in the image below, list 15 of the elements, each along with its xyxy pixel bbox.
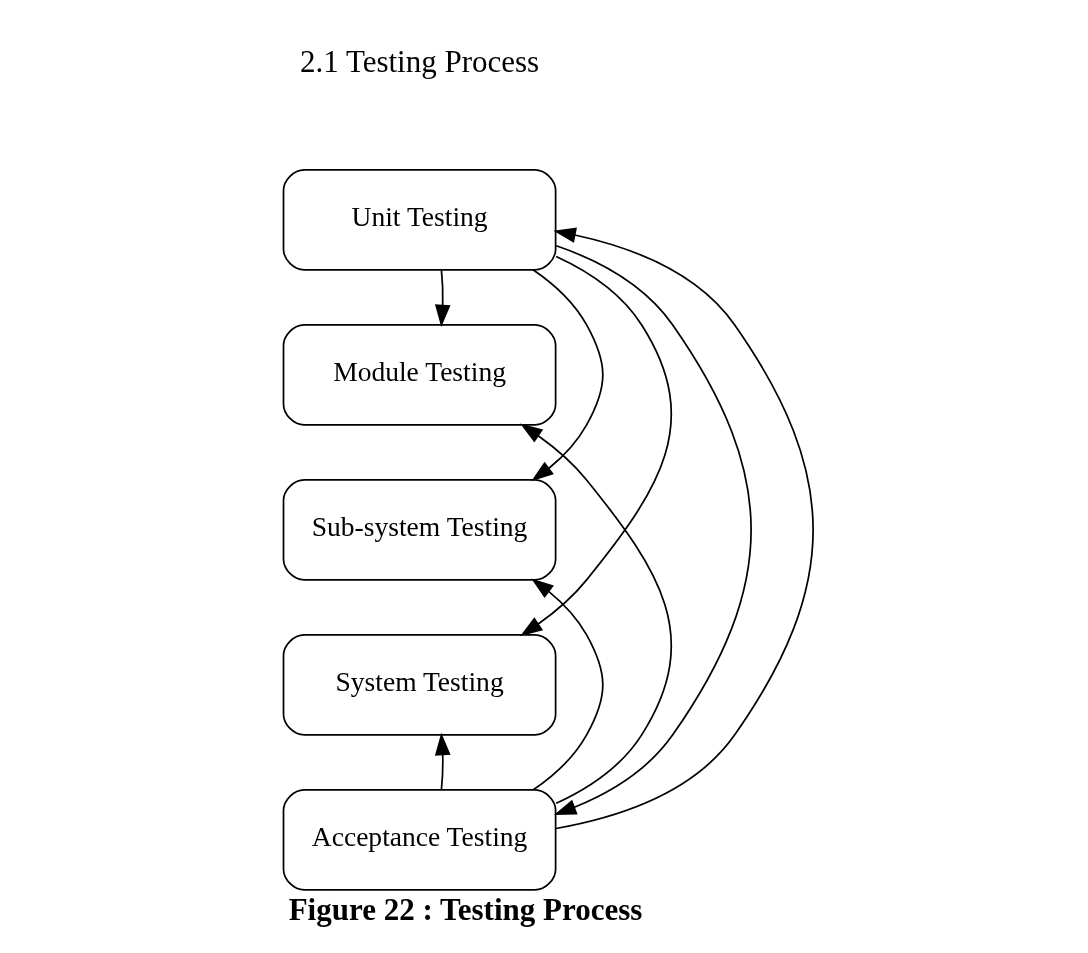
arrow: [553, 244, 752, 815]
node-box: Unit Testing: [282, 169, 557, 271]
node-box: Acceptance Testing: [282, 789, 557, 891]
node-box: System Testing: [282, 634, 557, 736]
arrow: [520, 255, 673, 637]
arrow: [531, 578, 604, 791]
arrow: [531, 269, 604, 482]
caption: Figure 22 : Testing Process: [288, 891, 643, 927]
arrow: [434, 732, 451, 791]
label: 2.1 Testing Process: [299, 44, 540, 80]
arrow: [553, 227, 814, 830]
arrow: [434, 269, 451, 328]
arrow: [520, 423, 673, 805]
node-box: Module Testing: [282, 324, 557, 426]
node-box: Sub-system Testing: [282, 479, 557, 581]
